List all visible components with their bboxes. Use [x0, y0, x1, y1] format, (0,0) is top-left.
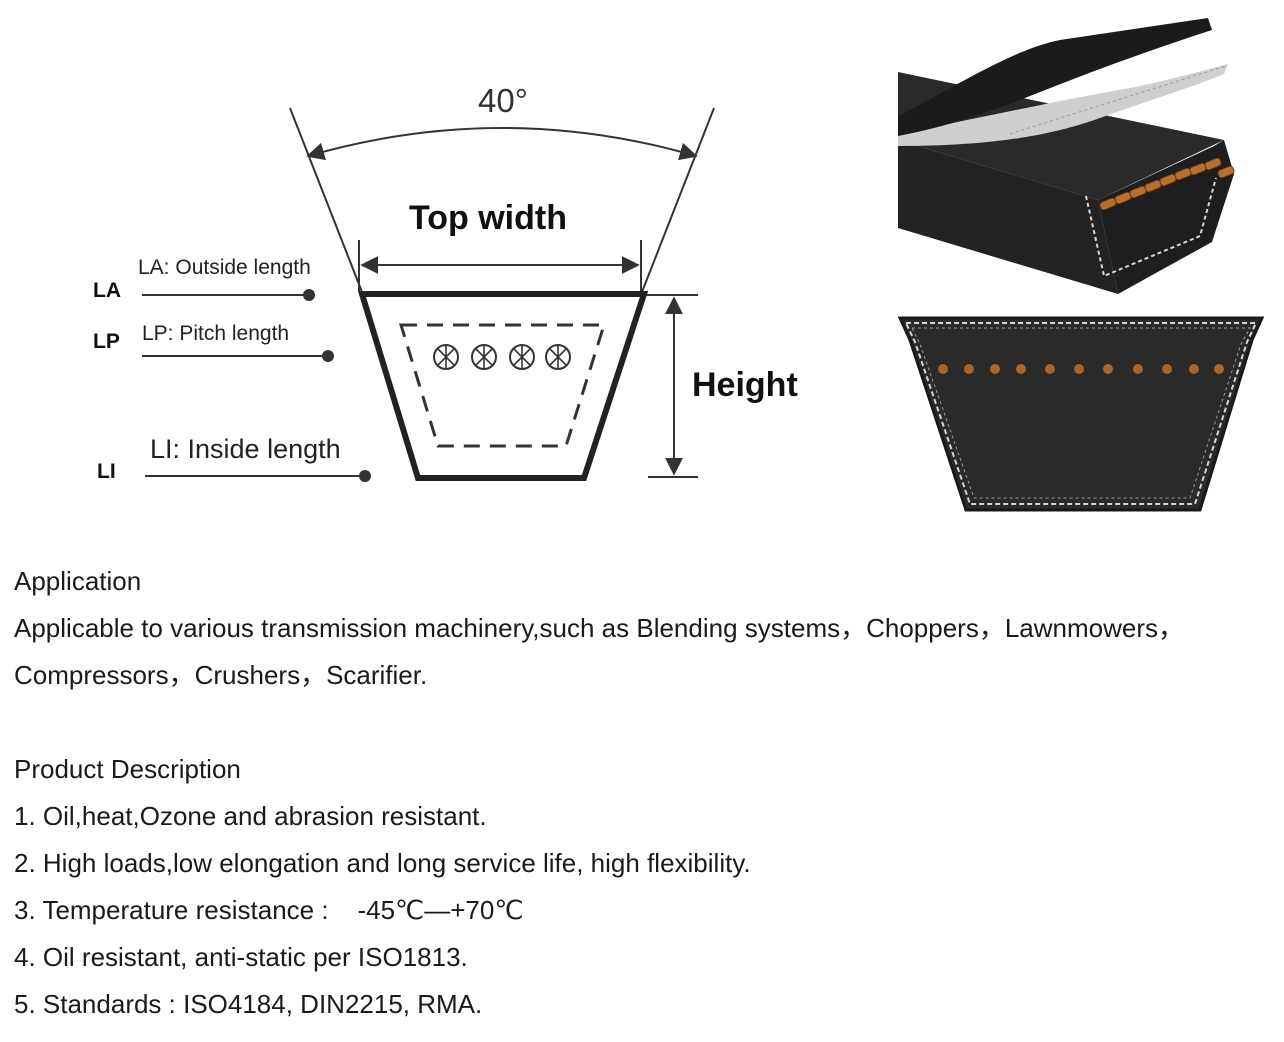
la-dot: [303, 289, 315, 301]
li-dot: [359, 470, 371, 482]
application-heading: Application: [14, 566, 142, 596]
section-gap: [14, 699, 1280, 746]
description-item-3: 3. Temperature resistance : -45℃—+70℃: [14, 895, 524, 925]
angle-line-left: [289, 107, 363, 293]
li-label: LI: Inside length: [150, 434, 341, 464]
li-abbr: LI: [97, 460, 116, 483]
description-item-4: 4. Oil resistant, anti-static per ISO181…: [14, 942, 468, 972]
tension-cords: [433, 344, 571, 370]
la-abbr: LA: [93, 279, 121, 302]
angle-arc: [306, 127, 698, 161]
height-label: Height: [692, 366, 798, 404]
application-line-1: Applicable to various transmission machi…: [14, 613, 1185, 643]
application-line-2: Compressors，Crushers，Scarifier.: [14, 660, 428, 690]
description-item-2: 2. High loads,low elongation and long se…: [14, 848, 751, 878]
top-width-label: Top width: [409, 199, 567, 237]
description-item-1: 1. Oil,heat,Ozone and abrasion resistant…: [14, 801, 487, 831]
angle-line-right: [641, 107, 715, 293]
la-label: LA: Outside length: [138, 256, 311, 279]
description-item-5: 5. Standards : ISO4184, DIN2215, RMA.: [14, 989, 483, 1019]
lp-abbr: LP: [93, 330, 120, 353]
description-heading: Product Description: [14, 754, 241, 784]
cross-section-diagram: 40° Top width: [93, 82, 798, 483]
lp-label: LP: Pitch length: [142, 322, 289, 345]
belt-section-outline: [357, 291, 649, 481]
v-belt-figure: 40° Top width: [93, 18, 1265, 512]
belt-3d-illustration: [898, 18, 1235, 294]
product-text: Application Applicable to various transm…: [14, 558, 1280, 1028]
angle-label: 40°: [478, 82, 528, 119]
belt-cross-section-image: [897, 316, 1265, 512]
lp-dot: [322, 350, 334, 362]
pitch-zone-dashed: [398, 323, 607, 448]
